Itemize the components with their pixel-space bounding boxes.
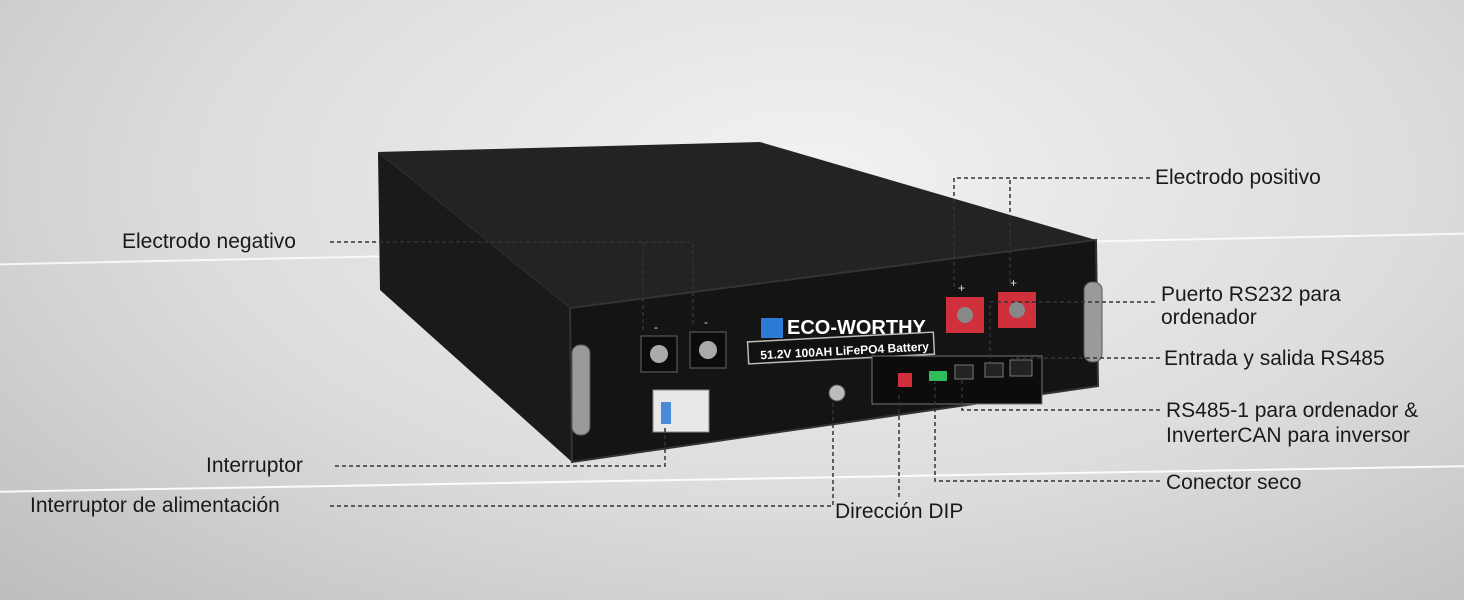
dry-contact-connector bbox=[929, 371, 947, 381]
negative-sign: - bbox=[654, 320, 658, 334]
battery-side bbox=[378, 152, 572, 462]
negative-terminal-bolt bbox=[650, 345, 668, 363]
label-power-switch: Interruptor de alimentación bbox=[30, 494, 280, 517]
power-switch bbox=[828, 384, 846, 402]
brand-name: ECO-WORTHY bbox=[787, 317, 927, 339]
positive-terminal-bolt bbox=[957, 307, 973, 323]
battery-top bbox=[378, 142, 1096, 308]
label-dip-direction: Dirección DIP bbox=[835, 500, 964, 523]
label-negative-electrode: Electrodo negativo bbox=[122, 230, 296, 253]
label-rs232-port-line1: Puerto RS232 para bbox=[1161, 283, 1341, 306]
label-breaker: Interruptor bbox=[206, 454, 303, 477]
label-dry-contact: Conector seco bbox=[1166, 471, 1302, 494]
positive-terminal-bolt bbox=[1009, 302, 1025, 318]
brand-logo-icon bbox=[761, 318, 783, 338]
positive-sign: + bbox=[1010, 276, 1017, 290]
label-rs485-can-line1: RS485-1 para ordenador & bbox=[1166, 399, 1419, 422]
rs232-port bbox=[984, 362, 1004, 378]
dip-switch bbox=[898, 373, 912, 387]
negative-sign: - bbox=[704, 315, 708, 329]
label-rs485-can-line2: InverterCAN para inversor bbox=[1166, 424, 1410, 447]
label-rs232-port-line2: ordenador bbox=[1161, 306, 1257, 329]
right-handle bbox=[1083, 281, 1103, 363]
rs485-port bbox=[954, 364, 974, 380]
left-handle bbox=[571, 344, 591, 436]
positive-sign: + bbox=[958, 281, 965, 295]
breaker-lever bbox=[661, 402, 671, 424]
label-positive-electrode: Electrodo positivo bbox=[1155, 166, 1321, 189]
can-port bbox=[1009, 359, 1033, 377]
label-rs485-io: Entrada y salida RS485 bbox=[1164, 347, 1385, 370]
negative-terminal-bolt bbox=[699, 341, 717, 359]
callout-lines bbox=[330, 177, 1160, 507]
